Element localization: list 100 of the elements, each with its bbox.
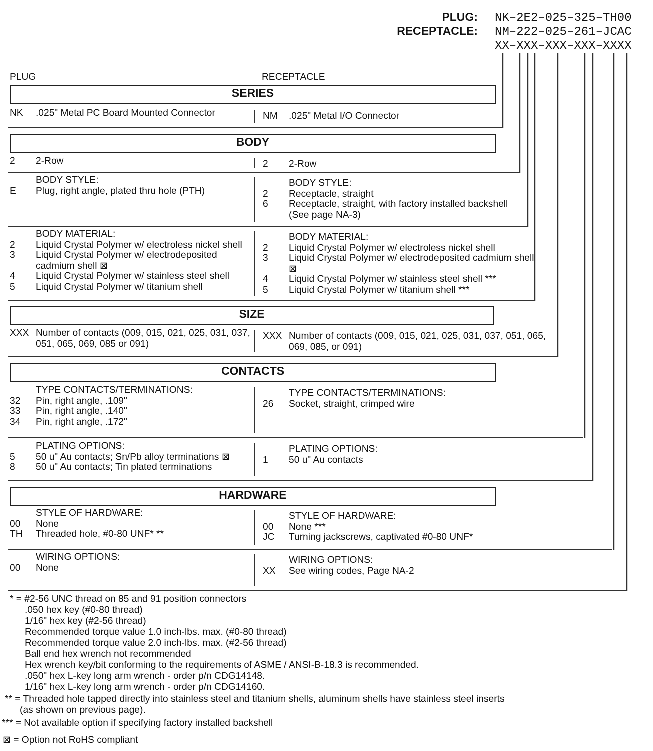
option-description: Liquid Crystal Polymer w/ electroless nickel shell	[289, 244, 496, 254]
option-row	[8, 551, 626, 591]
option-code: XXX	[10, 329, 30, 341]
option-code: 2	[263, 190, 270, 200]
option-description: Liquid Crystal Polymer w/ stainless steel shell	[36, 272, 231, 283]
option-description: Liquid Crystal Polymer w/ electrodeposited cadmium shell ⊠	[289, 254, 535, 275]
section-header: SIZE	[10, 306, 494, 325]
option-description: Liquid Crystal Polymer w/ electrodeposited cadmium shell ⊠	[36, 251, 218, 272]
option-row	[8, 327, 558, 357]
option-description: Turning jackscrews, captivated #0-80 UNF*	[289, 533, 474, 544]
part-number-template: XX–XXX–XXX–XXX–XXXX	[495, 39, 632, 53]
option-code: XXX	[263, 332, 284, 344]
option-heading: BODY STYLE:	[288, 179, 353, 190]
footnote: Recommended torque value 1.0 inch-lbs. max. (#0-80 thread)	[25, 627, 287, 638]
option-description: Pin, right angle, .109"	[36, 396, 128, 407]
footnote: 1/16" hex key (#2-56 thread)	[25, 616, 146, 627]
option-description: See wiring codes, Page NA-2	[289, 566, 416, 578]
section-header: HARDWARE	[10, 487, 496, 506]
option-code: 6	[263, 200, 270, 212]
option-heading: WIRING OPTIONS:	[288, 556, 374, 567]
section-header: SERIES	[10, 85, 496, 104]
footnote: *** = Not available option if specifying factory installed backshell	[2, 718, 274, 729]
footnote: ⊠ = Option not RoHS compliant	[3, 735, 138, 746]
option-description: Receptacle, straight, with factory installed backshell (See page NA-3)	[289, 200, 510, 222]
leader-line	[527, 53, 529, 227]
option-description: 2-Row	[36, 157, 65, 168]
leader-line	[584, 53, 586, 438]
footnote: Recommended torque value 2.0 inch-lbs. max. (#2-56 thread)	[25, 638, 287, 649]
leader-line	[534, 53, 536, 301]
part-number: NK–2E2–025–325–TH00	[495, 11, 632, 25]
option-code: 26	[263, 400, 275, 410]
option-row	[8, 384, 583, 438]
option-description: .025" Metal PC Board Mounted Connector	[36, 109, 216, 120]
option-code: XX	[263, 566, 277, 578]
section-header: BODY	[10, 134, 496, 153]
option-heading: PLATING OPTIONS:	[288, 445, 379, 456]
leader-line	[613, 53, 615, 550]
option-code: 5	[10, 452, 16, 463]
footnote: Hex wrench key/bit conforming to the requirements of ASME / ANSI-B-18.3 is recommended.	[25, 660, 420, 671]
option-description: Socket, straight, crimped wire	[289, 400, 416, 410]
option-code: NM	[263, 112, 279, 123]
option-code: 4	[263, 275, 270, 286]
part-number: NM–222–025–261–JCAC	[495, 25, 632, 39]
option-row	[8, 228, 535, 301]
option-code: 00	[263, 522, 275, 533]
option-code: 4	[10, 272, 16, 283]
option-description: Liquid Crystal Polymer w/ stainless steel shell ***	[289, 275, 498, 286]
column-heading: RECEPTACLE	[262, 72, 326, 83]
option-code: TH	[10, 530, 24, 541]
option-description: Liquid Crystal Polymer w/ electroless nickel shell	[36, 240, 244, 251]
option-description: Receptacle, straight	[289, 190, 375, 200]
footnote: 1/16" hex L-key long arm wrench - order p/n CDG14160.	[25, 682, 266, 693]
option-row	[8, 440, 593, 481]
option-heading: BODY MATERIAL:	[288, 233, 370, 244]
option-description: None	[36, 564, 60, 574]
option-heading: WIRING OPTIONS:	[35, 553, 122, 564]
option-description: Pin, right angle, .140"	[36, 407, 128, 418]
option-row	[8, 107, 503, 128]
option-code: 1	[263, 456, 270, 466]
option-description: 50 u" Au contacts; Sn/Pb alloy terminations ⊠	[36, 452, 231, 463]
prefix-label: RECEPTACLE:	[397, 25, 478, 39]
option-description: Pin, right angle, .172"	[36, 418, 128, 428]
option-heading: STYLE OF HARDWARE:	[35, 509, 144, 520]
section-header: CONTACTS	[10, 363, 496, 382]
option-code: 34	[10, 418, 22, 428]
option-code: NK	[10, 109, 24, 120]
option-description: Number of contacts (009, 015, 021, 025, 031, 037, 051, 065, 069, 085 or 091)	[36, 329, 252, 350]
option-description: None	[36, 520, 60, 530]
option-code: 2	[263, 160, 270, 171]
option-code: 3	[10, 251, 16, 264]
option-heading: BODY STYLE:	[35, 176, 100, 187]
option-code: 32	[10, 396, 22, 407]
option-code: 2	[263, 244, 270, 254]
option-description: 2-Row	[289, 160, 318, 171]
option-heading: TYPE CONTACTS/TERMINATIONS:	[35, 386, 194, 397]
option-description: Liquid Crystal Polymer w/ titanium shell ***	[289, 286, 471, 297]
option-description: Liquid Crystal Polymer w/ titanium shell	[36, 282, 204, 294]
option-row	[8, 507, 612, 550]
option-description: Threaded hole, #0-80 UNF* **	[36, 530, 165, 541]
option-description: Number of contacts (009, 015, 021, 025, 031, 037, 051, 065, 069, 085, or 091)	[289, 332, 548, 354]
option-description: None ***	[289, 522, 327, 533]
option-heading: PLATING OPTIONS:	[35, 442, 126, 453]
leader-line	[592, 53, 594, 481]
option-code: 00	[10, 564, 22, 574]
footnote: .050" hex L-key long arm wrench - order p/n CDG14148.	[25, 671, 266, 682]
leader-line	[502, 53, 504, 128]
prefix-label: PLUG:	[442, 11, 478, 25]
option-row	[8, 155, 520, 173]
option-code: JC	[263, 533, 276, 544]
option-row	[8, 174, 528, 227]
option-code: 3	[263, 254, 270, 266]
option-description: .025" Metal I/O Connector	[289, 112, 401, 123]
option-code: 2	[10, 157, 16, 168]
option-code: 8	[10, 463, 16, 474]
option-code: 5	[263, 286, 270, 297]
option-code: 33	[10, 407, 22, 418]
option-code: E	[10, 186, 18, 198]
leader-line	[626, 53, 628, 591]
footnote: Ball end hex wrench not recommended	[25, 649, 192, 660]
option-heading: BODY MATERIAL:	[35, 230, 117, 241]
